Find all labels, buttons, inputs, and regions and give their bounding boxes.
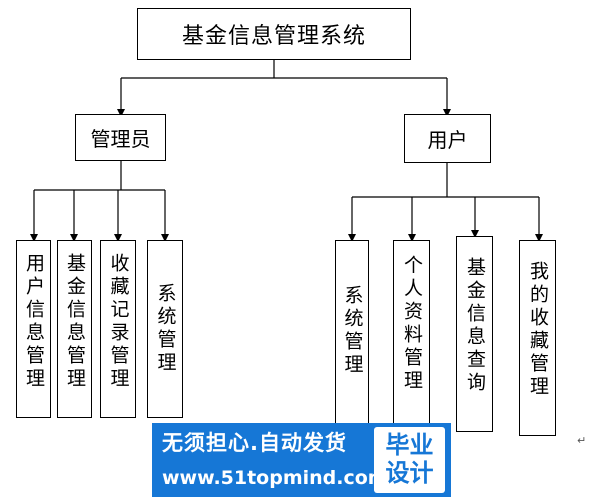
- admin-node: 管理员: [75, 114, 166, 161]
- root-node-label: 基金信息管理系统: [181, 24, 366, 49]
- watermark-banner: 无须担心.自动发货 www.51topmind.com 毕业 设计: [152, 423, 451, 497]
- user-node-label: 用户: [427, 128, 468, 152]
- admin-child-label: 系统管理: [154, 283, 177, 375]
- user-child-node: 个人资料管理: [393, 240, 430, 430]
- user-child-label: 系统管理: [341, 285, 364, 377]
- admin-child-label: 用户信息管理: [23, 253, 45, 391]
- paragraph-mark-icon: ↵: [577, 434, 587, 447]
- user-child-node: 我的收藏管理: [519, 240, 556, 436]
- user-child-label: 个人资料管理: [401, 255, 423, 393]
- admin-child-node: 系统管理: [147, 240, 183, 418]
- admin-child-node: 用户信息管理: [16, 240, 51, 418]
- root-node: 基金信息管理系统: [137, 8, 411, 60]
- admin-child-label: 收藏记录管理: [107, 253, 130, 391]
- admin-child-node: 基金信息管理: [57, 240, 92, 418]
- watermark-badge-top: 毕业: [385, 431, 434, 460]
- admin-child-label: 基金信息管理: [64, 253, 86, 391]
- watermark-badge: 毕业 设计: [374, 427, 445, 493]
- watermark-url: www.51topmind.com: [162, 467, 388, 489]
- user-node: 用户: [404, 114, 491, 163]
- user-child-node: 系统管理: [335, 240, 369, 430]
- watermark-slogan: 无须担心.自动发货: [162, 431, 347, 455]
- user-child-label: 基金信息查询: [464, 257, 486, 395]
- user-child-label: 我的收藏管理: [527, 261, 549, 399]
- admin-node-label: 管理员: [90, 127, 151, 151]
- admin-child-node: 收藏记录管理: [100, 240, 136, 418]
- user-child-node: 基金信息查询: [456, 236, 493, 432]
- watermark-badge-bottom: 设计: [385, 459, 434, 487]
